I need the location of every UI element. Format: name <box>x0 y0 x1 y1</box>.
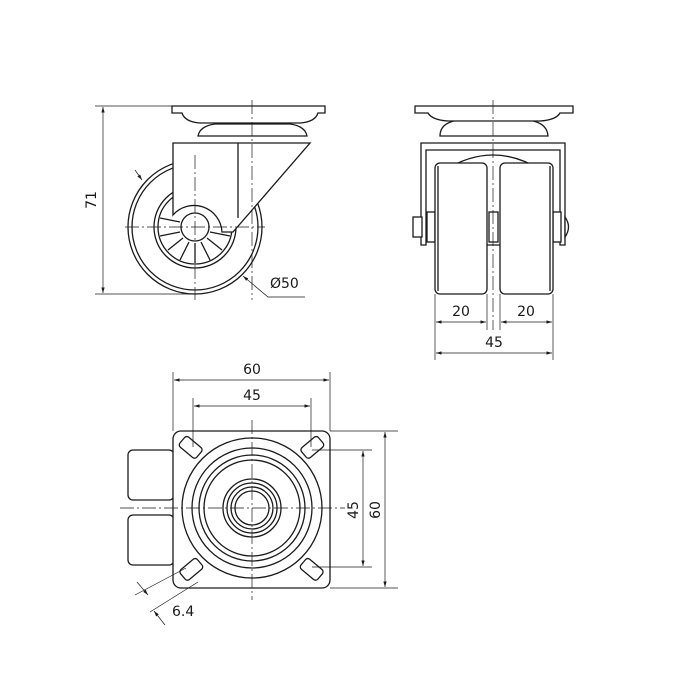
swivel-raceway <box>197 123 308 137</box>
top-view: 60 45 60 45 6.4 <box>120 362 398 626</box>
axle-cap-right <box>564 214 570 240</box>
top-plate <box>414 105 574 122</box>
wheel-width-left-dimension: 20 <box>452 304 470 320</box>
plate-width-dimension: 60 <box>243 362 261 378</box>
height-dimension: 71 <box>84 191 100 209</box>
wheel-left <box>434 162 488 295</box>
wheel-right <box>499 162 554 295</box>
fork-bracket <box>420 142 566 246</box>
side-view: 71 Ø50 <box>84 100 326 300</box>
slot-width-dimension: 6.4 <box>172 604 194 620</box>
hole-spacing-x-dimension: 45 <box>243 388 261 404</box>
front-view: 20 20 45 <box>412 100 574 360</box>
plate-length-dimension: 60 <box>368 501 384 519</box>
wheel-top-2 <box>127 514 175 566</box>
wheel-spokes <box>159 217 231 263</box>
fork <box>172 142 312 233</box>
top-plate <box>172 430 331 589</box>
mounting-slots <box>178 435 325 581</box>
hole-spacing-y-dimension: 45 <box>346 501 362 519</box>
top-plate <box>171 105 326 124</box>
overall-width-dimension: 45 <box>485 335 503 351</box>
axle-nut-left <box>412 216 423 238</box>
wheel-top-1 <box>127 449 175 501</box>
wheel-width-right-dimension: 20 <box>517 304 535 320</box>
swivel-raceway <box>439 119 549 137</box>
wheel-diameter-dimension: Ø50 <box>270 276 299 292</box>
